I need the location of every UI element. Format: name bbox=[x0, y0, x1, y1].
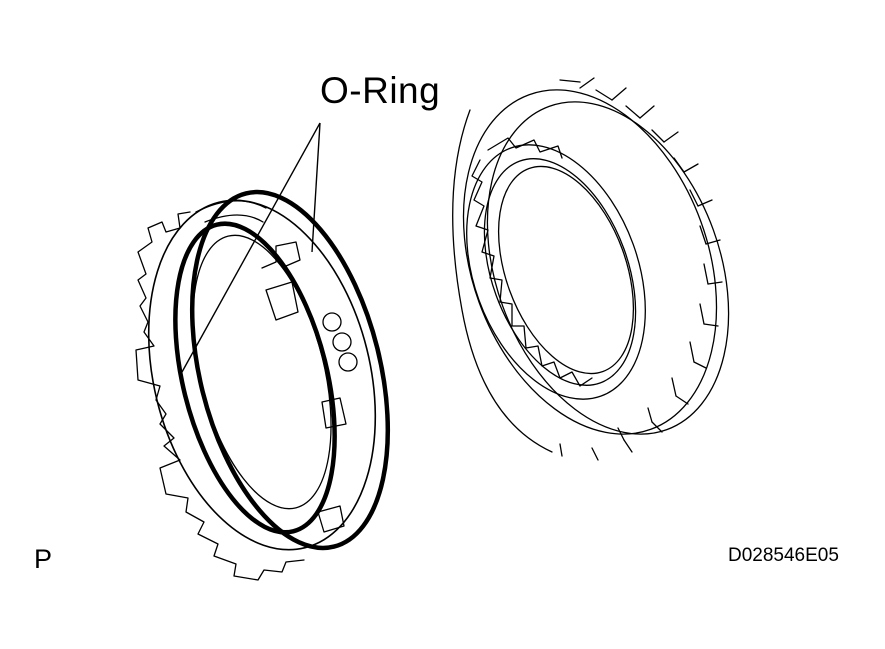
cylinder-drum-part bbox=[452, 77, 730, 461]
inner-o-ring bbox=[173, 221, 337, 535]
callout-leaders bbox=[181, 122, 321, 373]
figure-code-label: D028546E05 bbox=[728, 545, 839, 566]
leader-line-outer bbox=[311, 122, 321, 253]
leader-line-inner bbox=[181, 122, 321, 373]
o-ring-callout-label: O-Ring bbox=[320, 70, 441, 111]
view-letter-label: P bbox=[34, 544, 53, 574]
piston-ring-part bbox=[135, 189, 391, 581]
